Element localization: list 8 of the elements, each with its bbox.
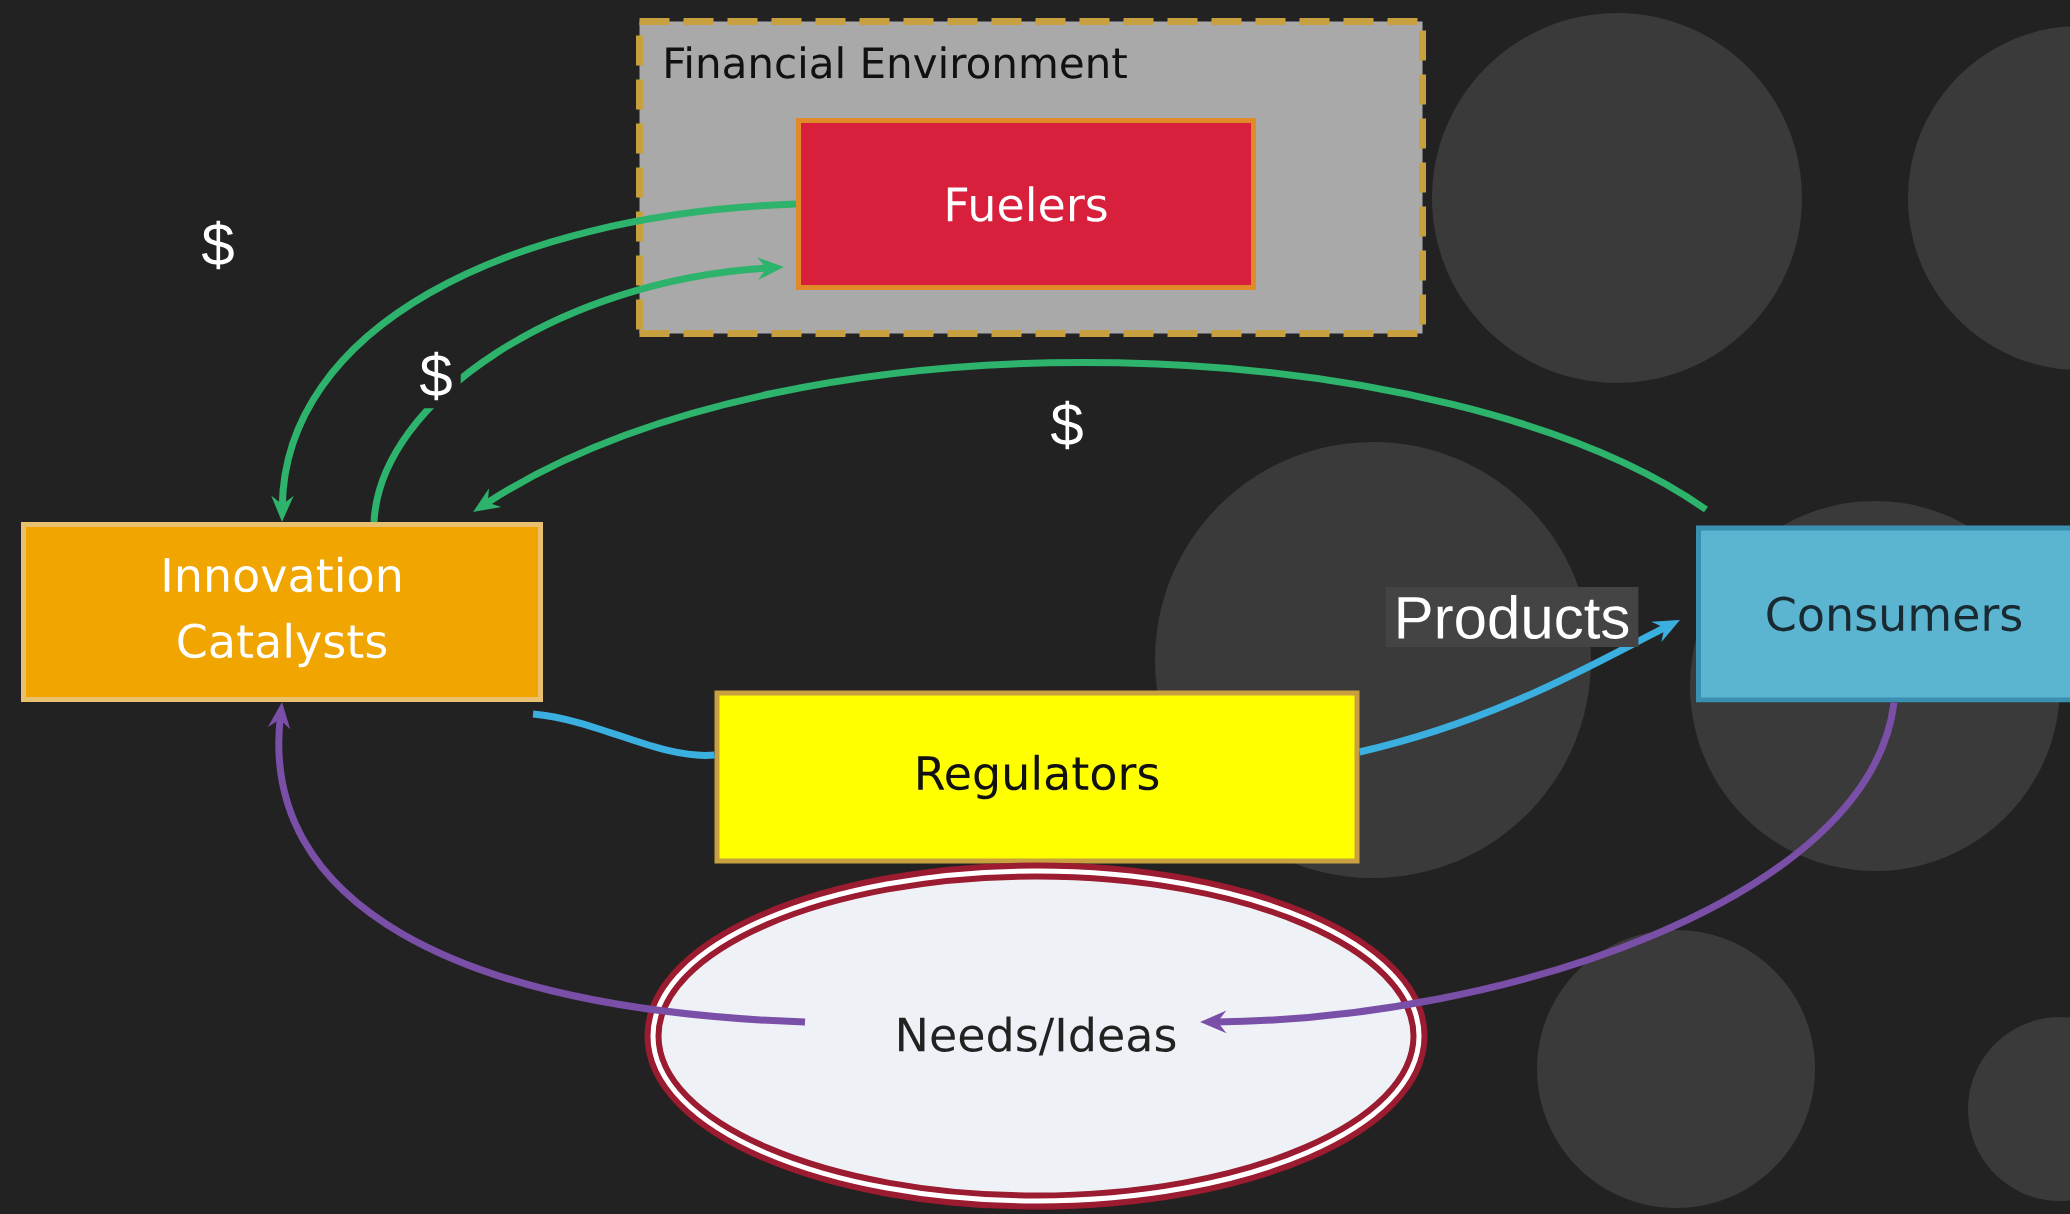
edge-label: $ [411,343,461,409]
process-box: Fuelers [796,118,1256,290]
process-box: Innovation Catalysts [21,522,543,702]
process-box: Consumers [1696,525,2070,703]
process-box: Regulators [714,690,1360,864]
edge-label: $ [193,212,243,278]
edge-label: $ [1042,392,1092,458]
edge-label: Products [1385,586,1639,648]
